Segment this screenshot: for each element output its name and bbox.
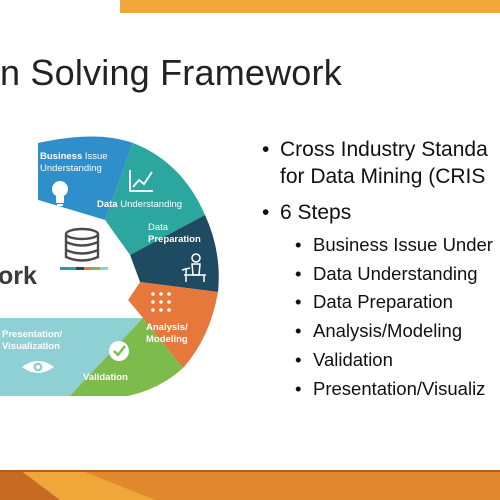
top-accent-bar	[0, 0, 500, 13]
step-item: Analysis/Modeling	[262, 317, 500, 346]
step-item: Validation	[262, 346, 500, 375]
bullet-crisp-dm-line1: Cross Industry Standa	[280, 138, 488, 161]
analysis-modeling-label-line1: Analysis/	[146, 322, 188, 333]
segment-data-preparation	[130, 215, 219, 292]
bottom-band-top-edge	[0, 470, 500, 472]
data-preparation-label-line2: Preparation	[148, 234, 201, 245]
bullet-six-steps-text: 6 Steps	[280, 201, 352, 224]
slide-title: n Solving Framework	[0, 52, 342, 93]
validation-label: Validation	[83, 372, 128, 383]
database-icon	[64, 227, 100, 262]
bottom-accent-band	[0, 470, 500, 500]
top-accent-bar-white	[0, 0, 120, 13]
chef-icon	[181, 253, 206, 282]
network-icon	[151, 292, 171, 312]
bullet-six-steps: 6 Steps	[262, 199, 500, 226]
business-issue-label: Business Issue	[40, 151, 108, 162]
color-legend-strip	[60, 267, 108, 270]
data-understanding-label: Data Understanding	[97, 199, 182, 210]
crisp-dm-cycle-diagram: ork Business Issue Understanding Data Un…	[0, 136, 219, 396]
bullet-crisp-dm-line2: for Data Mining (CRIS	[280, 165, 486, 188]
segment-presentation-visualization	[0, 318, 143, 396]
lightbulb-icon	[52, 181, 68, 206]
checkmark-icon	[109, 341, 129, 361]
presentation-visualization-label-line1: Presentation/	[2, 329, 63, 340]
step-item: Data Understanding	[262, 260, 500, 289]
step-list: Business Issue Under Data Understanding …	[262, 231, 500, 403]
line-chart-icon	[129, 170, 153, 192]
step-item: Presentation/Visualiz	[262, 375, 500, 404]
business-issue-label-line2: Understanding	[40, 163, 102, 174]
eye-icon	[22, 361, 54, 373]
bullet-list: Cross Industry Standa for Data Mining (C…	[262, 136, 500, 403]
step-item: Business Issue Under	[262, 231, 500, 260]
center-label: ork	[0, 262, 37, 290]
presentation-visualization-label-line2: Visualization	[2, 341, 60, 352]
data-preparation-label-line1: Data	[148, 222, 169, 233]
analysis-modeling-label-line2: Modeling	[146, 334, 188, 345]
step-item: Data Preparation	[262, 288, 500, 317]
bullet-crisp-dm: Cross Industry Standa for Data Mining (C…	[262, 136, 500, 190]
segment-analysis-modeling	[128, 282, 218, 368]
top-accent-bar-orange	[120, 0, 500, 13]
